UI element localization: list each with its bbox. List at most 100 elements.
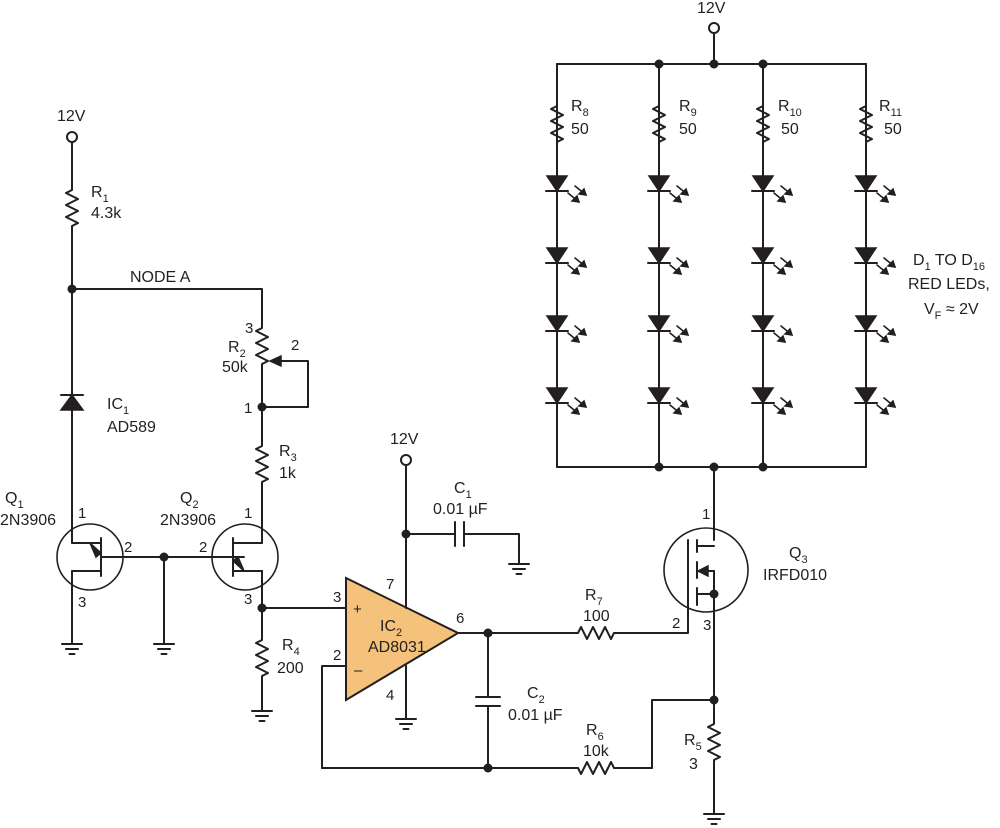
ic1-ref: IC1 — [107, 396, 129, 417]
ic1-part: AD589 — [107, 419, 156, 436]
r5-ref: R5 — [684, 732, 702, 753]
c1-value: 0.01 µF — [433, 501, 488, 518]
resistor-r8 — [550, 101, 564, 147]
supply-terminal-left — [66, 131, 78, 143]
led-d9 — [751, 175, 793, 203]
q3-ref: Q3 — [789, 545, 808, 566]
ic2-minus: – — [354, 662, 363, 679]
led-note-line1: D1 TO D16 — [913, 252, 985, 273]
supply-label-top: 12V — [697, 0, 726, 17]
q1-ref: Q1 — [5, 490, 24, 511]
led-d11 — [751, 315, 793, 343]
node-a-label: NODE A — [130, 269, 191, 286]
r8-ref: R8 — [571, 98, 589, 119]
q1-pin-1: 1 — [78, 505, 86, 522]
led-column-1: R8 50 — [545, 63, 589, 468]
r4-ref: R4 — [282, 637, 300, 658]
transistor-q2: Q2 2N3906 1 2 3 — [160, 490, 279, 609]
led-d4 — [545, 387, 587, 415]
led-d8 — [647, 387, 689, 415]
c2-ref: C2 — [527, 685, 545, 706]
q3-pin-1: 1 — [702, 506, 710, 523]
ic2-pin-3: 3 — [333, 589, 341, 606]
r4-value: 200 — [277, 660, 304, 677]
opamp-ic2: IC2 AD8031 + – 12V C1 0.01 µF 7 3 2 6 4 — [333, 431, 530, 730]
q1-pin-2: 2 — [124, 539, 132, 556]
ground-symbol-r5 — [703, 799, 725, 825]
resistor-r9 — [652, 101, 666, 147]
q2-pin-3: 3 — [244, 591, 252, 608]
led-d10 — [751, 247, 793, 275]
resistor-r10 — [756, 101, 770, 147]
r10-ref: R10 — [778, 98, 802, 119]
supply-terminal-top — [708, 22, 720, 34]
r8-value: 50 — [571, 121, 589, 138]
r9-ref: R9 — [679, 98, 697, 119]
r2-pin-1: 1 — [244, 400, 252, 417]
led-d2 — [545, 247, 587, 275]
r1-ref: R1 — [91, 184, 109, 205]
led-d6 — [647, 247, 689, 275]
supply-label-left: 12V — [57, 108, 86, 125]
transistor-q1: Q1 2N3906 1 2 3 — [0, 490, 165, 655]
potentiometer-r2 — [255, 323, 269, 408]
r2-value: 50k — [222, 359, 249, 376]
ground-symbol-r4 — [251, 696, 273, 722]
r11-value: 50 — [884, 121, 902, 138]
r2-pin-2: 2 — [291, 337, 299, 354]
resistor-r3 — [255, 406, 269, 536]
ic2-pin-2: 2 — [333, 647, 341, 664]
r7-value: 100 — [583, 608, 610, 625]
q1-part: 2N3906 — [0, 512, 56, 529]
supply-label-opamp: 12V — [390, 431, 419, 448]
led-note-line3: VF ≈ 2V — [924, 301, 979, 322]
r5-value: 3 — [689, 756, 698, 773]
q3-part: IRFD010 — [763, 567, 827, 584]
led-column-2: R9 50 — [647, 63, 697, 468]
q2-ref: Q2 — [180, 490, 199, 511]
ic2-part: AD8031 — [368, 639, 426, 656]
q1-pin-3: 3 — [78, 594, 86, 611]
resistor-r5 — [707, 699, 721, 801]
sense-feedback: R5 3 R6 10k — [321, 665, 725, 825]
led-d3 — [545, 315, 587, 343]
led-column-4: R11 50 — [854, 63, 902, 468]
ic1-diode — [59, 393, 85, 411]
resistor-r11 — [859, 101, 873, 147]
resistor-r6 — [573, 761, 653, 775]
ic2-pin-4: 4 — [386, 687, 394, 704]
led-array: 12V R8 50 R9 50 — [545, 0, 990, 472]
r10-value: 50 — [781, 121, 799, 138]
r7-ref: R7 — [585, 587, 603, 608]
led-d14 — [854, 247, 896, 275]
q2-part: 2N3906 — [160, 512, 216, 529]
led-d5 — [647, 175, 689, 203]
r1-value: 4.3k — [91, 205, 122, 222]
ground-symbol-base — [153, 629, 175, 655]
r3-value: 1k — [279, 465, 297, 482]
q2-pin-1: 1 — [244, 505, 252, 522]
r9-value: 50 — [679, 121, 697, 138]
resistor-r4 — [255, 607, 269, 698]
ground-symbol-q1 — [61, 629, 83, 655]
led-d1 — [545, 175, 587, 203]
ic2-pin-6: 6 — [456, 610, 464, 627]
r6-ref: R6 — [586, 722, 604, 743]
led-d15 — [854, 315, 896, 343]
r3-ref: R3 — [279, 443, 297, 464]
r11-ref: R11 — [879, 98, 902, 119]
led-column-3: R10 50 — [751, 63, 802, 468]
supply-terminal-opamp — [400, 454, 412, 466]
ic2-ref: IC2 — [380, 618, 402, 639]
led-note-line2: RED LEDs, — [908, 276, 990, 293]
ground-symbol-c1 — [508, 549, 530, 575]
c2-value: 0.01 µF — [508, 707, 563, 724]
resistor-r7 — [573, 626, 683, 640]
reference-section: 12V R1 4.3k NODE A IC1 AD589 R2 50k 3 2 … — [0, 108, 347, 722]
gate-drive: R7 100 C2 0.01 µF — [457, 587, 683, 769]
led-d7 — [647, 315, 689, 343]
r2-ref: R2 — [228, 339, 246, 360]
q2-pin-2: 2 — [199, 539, 207, 556]
led-d13 — [854, 175, 896, 203]
